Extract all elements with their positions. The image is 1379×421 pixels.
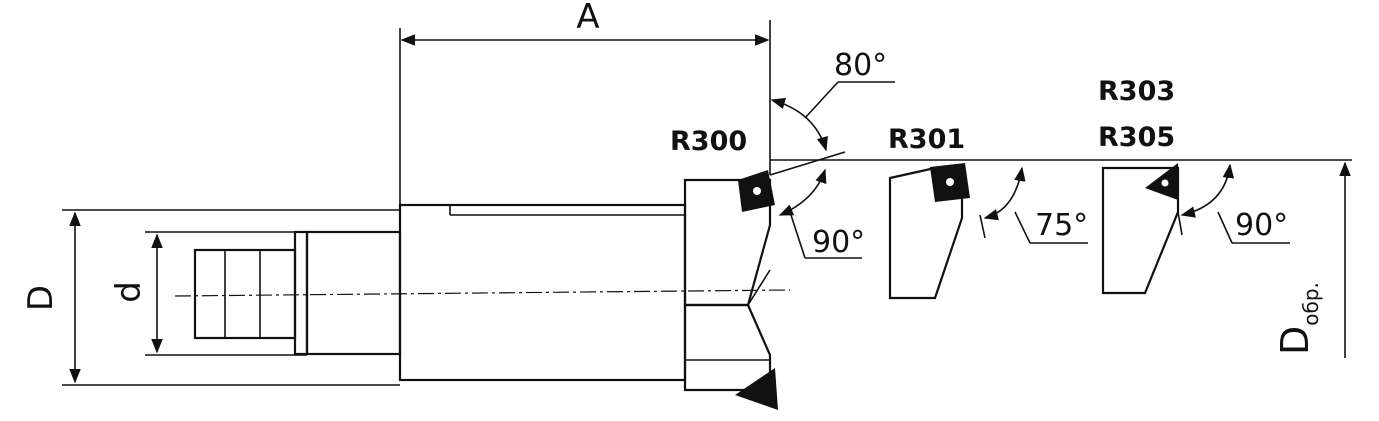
dimension-a-label: A [576,0,599,37]
tool-body [398,203,687,382]
dimension-d-outer: D [21,209,400,386]
angle-75-label: 75° [1035,208,1088,243]
angle-90-r300-label: 90° [812,225,865,260]
angle-80-callout: 80° [769,48,895,176]
dimension-d-inner: d [109,231,307,356]
insert-r303-r305 [1101,163,1183,295]
angle-90-r300-callout: 90° [778,168,865,260]
angle-90-r303-label: 90° [1235,208,1288,243]
angle-90-r303-callout: 90° [1180,163,1290,244]
cutter-head [683,178,772,392]
code-r303: R303 [1098,76,1175,107]
code-r305: R305 [1098,122,1175,153]
code-r300: R300 [670,126,747,157]
dimension-d-processing-sub: обр. [1299,282,1323,326]
dimension-d-inner-label: d [109,281,149,303]
angle-75-callout: 75° [983,166,1088,244]
dimension-a: A [399,0,771,205]
centerline [174,289,791,297]
insert-bottom [735,368,778,410]
dimension-d-processing: Dобр. [1273,161,1351,358]
insert-top [738,170,775,212]
dimension-d-processing-label: Dобр. [1273,282,1323,355]
dimension-d-processing-main: D [1273,326,1317,355]
code-r301: R301 [888,124,965,155]
tool-shank [193,230,402,356]
dimension-d-outer-label: D [21,285,61,311]
insert-r301 [888,163,986,300]
angle-80-label: 80° [834,48,887,83]
